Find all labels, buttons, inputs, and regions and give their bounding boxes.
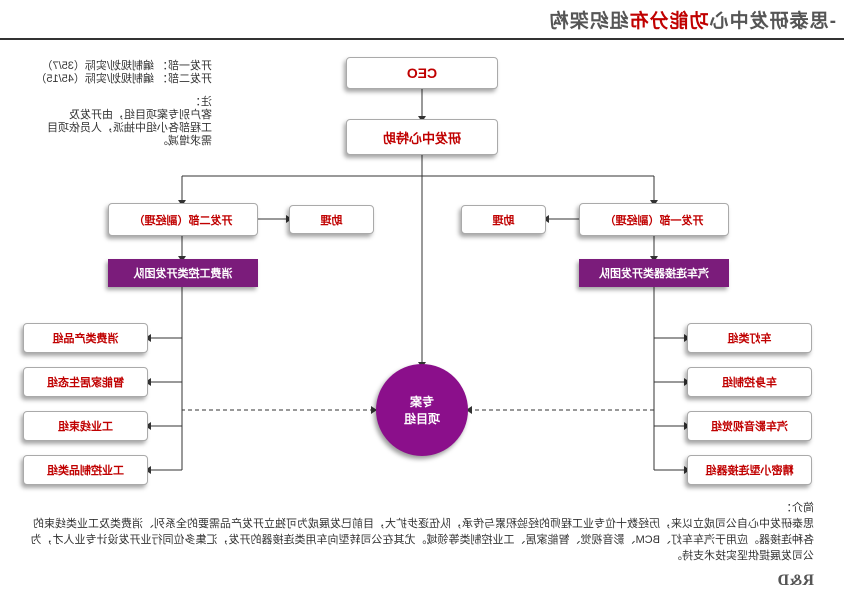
group-box-left-2: 智能家居生态组 <box>23 367 148 397</box>
dept2-box: 开发二部（副经理） <box>108 203 258 236</box>
team2-box: 消费工控类开发团队 <box>108 259 258 287</box>
rd-center-assistant-box: 研发中心特助 <box>346 119 498 155</box>
group-box-left-1: 消费类产品组 <box>23 323 148 353</box>
dept2-assistant-box: 助理 <box>289 205 374 234</box>
group-box-right-3: 汽车影音视觉组 <box>687 411 812 441</box>
project-label-line2: 项目组 <box>404 412 441 426</box>
group-box-left-4: 工业控制品类组 <box>23 455 148 485</box>
project-team-circle: 专案 项目组 <box>376 364 468 456</box>
project-label-line1: 专案 <box>410 395 435 409</box>
team1-box: 汽车连接器类开发团队 <box>579 259 729 287</box>
intro-paragraph: 简介： 思泰研发中心自公司成立以来，历经数十位专业工程师的经验积累与传承，队伍逐… <box>24 500 814 564</box>
ceo-box: CEO <box>346 57 498 89</box>
intro-text: 思泰研发中心自公司成立以来，历经数十位专业工程师的经验积累与传承，队伍逐步扩大，… <box>30 518 814 562</box>
dept1-box: 开发一部（副经理） <box>579 203 729 236</box>
footer-logo: R&D <box>777 572 814 589</box>
group-box-right-1: 车灯类组 <box>687 323 812 353</box>
dept1-assistant-box: 助理 <box>461 205 546 234</box>
intro-label: 简介： <box>781 502 814 514</box>
group-box-right-4: 精密小型连接器组 <box>687 455 812 485</box>
group-box-left-3: 工业线束组 <box>23 411 148 441</box>
group-box-right-2: 车身控制组 <box>687 367 812 397</box>
